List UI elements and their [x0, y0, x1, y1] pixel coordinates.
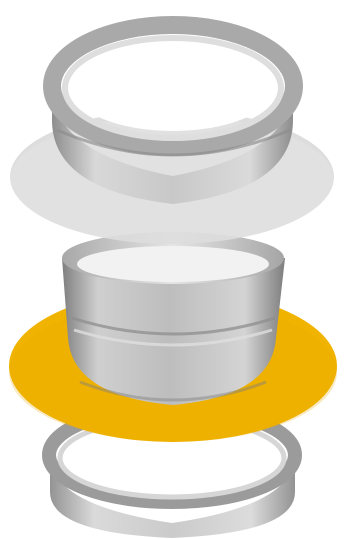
middle-tube — [62, 232, 285, 405]
top-ring — [52, 25, 294, 204]
